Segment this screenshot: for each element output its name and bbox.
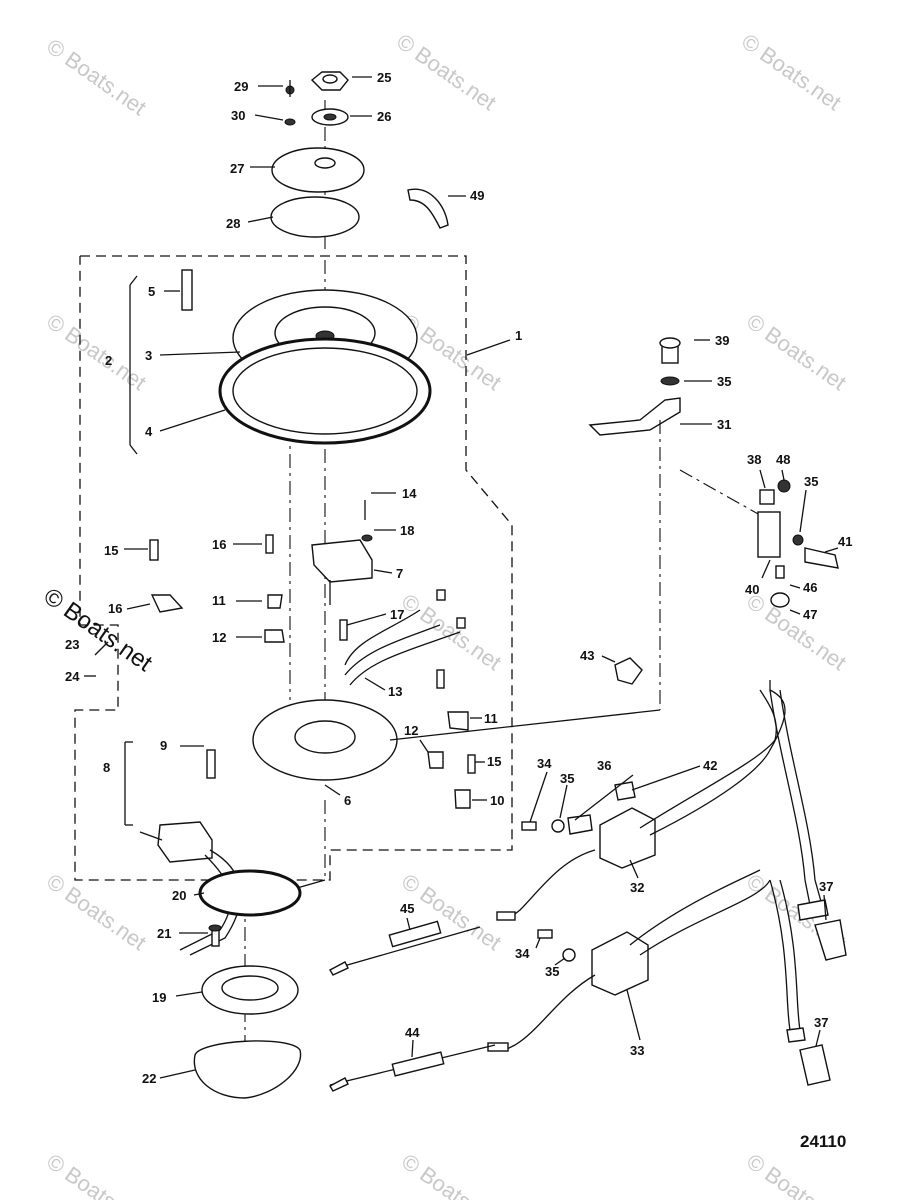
part-label-45: 45	[400, 901, 414, 916]
part-label-17: 17	[390, 607, 404, 622]
watermark-text: © Boats.net	[742, 1149, 851, 1200]
watermark-text: © Boats.net	[392, 29, 501, 116]
part-label-19: 19	[152, 990, 166, 1005]
part-label-9: 9	[160, 738, 167, 753]
part-label-11a: 11	[212, 593, 226, 608]
flywheel-plate	[270, 196, 360, 238]
part-label-30: 30	[231, 108, 245, 123]
trigger-module	[311, 539, 373, 583]
part-label-25: 25	[377, 70, 391, 85]
part-label-11b: 11	[484, 711, 498, 726]
part-label-21: 21	[157, 926, 171, 941]
part-label-44: 44	[405, 1025, 420, 1040]
lower-plate-group	[193, 869, 302, 1099]
part-label-12a: 12	[212, 630, 226, 645]
watermark-text: © Boats.net	[42, 309, 151, 396]
figure-number: 24110	[800, 1132, 846, 1151]
part-label-32: 32	[630, 880, 644, 895]
part-label-7: 7	[396, 566, 403, 581]
part-label-41: 41	[838, 534, 852, 549]
part-label-49: 49	[470, 188, 484, 203]
part-label-23: 23	[65, 637, 79, 652]
charge-coil-group	[124, 741, 242, 956]
watermark-layer: © Boats.net © Boats.net © Boats.net © Bo…	[39, 29, 851, 1200]
part-label-42: 42	[703, 758, 717, 773]
part-label-2: 2	[105, 353, 112, 368]
part-label-34b: 34	[515, 946, 530, 961]
spark-plug-boot-lower	[799, 1044, 831, 1086]
stator-assembly-outline	[74, 255, 513, 881]
part-label-43: 43	[580, 648, 594, 663]
part-label-15b: 15	[487, 754, 501, 769]
part-label-35b: 35	[804, 474, 818, 489]
part-label-15a: 15	[104, 543, 118, 558]
part-label-16a: 16	[212, 537, 226, 552]
ignition-coil-upper	[599, 807, 656, 869]
watermark-text: © Boats.net	[42, 34, 151, 121]
part-label-16b: 16	[108, 601, 122, 616]
part-label-22: 22	[142, 1071, 156, 1086]
throttle-arm	[588, 397, 681, 436]
part-label-5: 5	[148, 284, 155, 299]
part-label-47: 47	[803, 607, 817, 622]
part-label-27: 27	[230, 161, 244, 176]
part-label-35d: 35	[545, 964, 559, 979]
part-label-37a: 37	[819, 879, 833, 894]
resistor-lower	[391, 1051, 445, 1077]
part-label-40: 40	[745, 582, 759, 597]
hub-plate	[271, 147, 365, 193]
part-label-38: 38	[747, 452, 761, 467]
watermark-text: © Boats.net	[742, 589, 851, 676]
part-label-12b: 12	[404, 723, 418, 738]
ignition-coil-group	[487, 680, 847, 1086]
part-label-37b: 37	[814, 1015, 828, 1030]
part-label-20: 20	[172, 888, 186, 903]
part-label-29: 29	[234, 79, 248, 94]
part-label-1: 1	[515, 328, 522, 343]
part-label-4: 4	[145, 424, 153, 439]
armature-plate	[193, 1040, 302, 1099]
linkage-group	[389, 188, 839, 741]
watermark-text: © Boats.net	[397, 1149, 506, 1200]
retainer-ring	[198, 869, 302, 917]
part-label-33: 33	[630, 1043, 644, 1058]
part-label-14: 14	[402, 486, 417, 501]
part-label-35c: 35	[560, 771, 574, 786]
part-label-35a: 35	[717, 374, 731, 389]
part-label-39: 39	[715, 333, 729, 348]
resistor-upper	[388, 920, 442, 948]
watermark-text: © Boats.net	[42, 869, 151, 956]
part-label-13: 13	[388, 684, 402, 699]
part-label-8: 8	[103, 760, 110, 775]
part-label-3: 3	[145, 348, 152, 363]
part-label-48: 48	[776, 452, 790, 467]
part-label-26: 26	[377, 109, 391, 124]
watermark-text: © Boats.net	[397, 589, 506, 676]
part-labels: 1 2 3 4 5 6 7 8 9 10 11 11 12 12 13 14 1…	[65, 70, 852, 1086]
spark-plug-boot-upper	[814, 919, 847, 961]
part-label-31: 31	[717, 417, 731, 432]
stator-group	[149, 500, 476, 809]
part-label-24: 24	[65, 669, 80, 684]
part-label-36: 36	[597, 758, 611, 773]
part-label-34a: 34	[537, 756, 552, 771]
part-label-28: 28	[226, 216, 240, 231]
hub-plates-group	[270, 71, 365, 238]
ignition-coil-lower	[591, 931, 649, 996]
watermark-text: © Boats.net	[42, 1149, 151, 1200]
part-label-18: 18	[400, 523, 414, 538]
leader-lines	[84, 76, 839, 1079]
resistor-group	[329, 920, 496, 1092]
part-label-6: 6	[344, 793, 351, 808]
watermark-text: © Boats.net	[742, 309, 851, 396]
part-label-10: 10	[490, 793, 504, 808]
flywheel-group	[129, 269, 432, 455]
watermark-text-dark: © Boats.net	[39, 583, 158, 677]
part-label-46: 46	[803, 580, 817, 595]
watermark-text: © Boats.net	[737, 29, 846, 116]
